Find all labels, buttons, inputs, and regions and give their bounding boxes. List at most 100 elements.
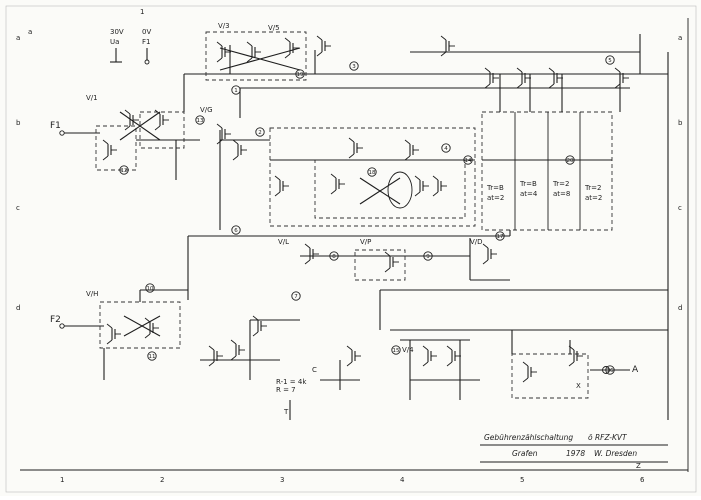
transistor-symbol [346, 345, 361, 367]
transistor-symbol [230, 339, 245, 361]
node-marker-label: 20 [567, 158, 574, 164]
transistor-symbol [102, 139, 117, 161]
node-marker: 3 [349, 61, 359, 71]
node-marker-label: 7 [294, 294, 298, 300]
transistor-symbol [568, 345, 583, 367]
transistor-symbol [440, 35, 455, 57]
margin-bottom-1: 1 [60, 476, 64, 484]
supply-0v-label: 0V [142, 28, 151, 36]
transistor-symbol [144, 317, 159, 339]
transistor-symbol [414, 175, 429, 197]
transistor-symbol [246, 41, 261, 63]
mid-bus-wiring: V/L V/P V/D [187, 230, 668, 331]
supply-terminals: 30V 0V Ua F1 [110, 28, 151, 65]
margin-top-1: 1 [140, 8, 144, 16]
transistor-symbol [482, 243, 497, 265]
c-note-label: C [312, 366, 317, 374]
sheet-frame [5, 5, 697, 493]
node-marker-label: 11 [149, 354, 156, 360]
relay-3: Tr=2 at=2 [584, 184, 602, 202]
title-text: Gebührenzählschaltung [484, 433, 573, 442]
node-marker: 15 [391, 345, 401, 355]
transistor-symbol [384, 251, 399, 273]
transistor-symbol [208, 345, 223, 367]
margin-left-b: b [16, 119, 21, 127]
transistor-symbol [274, 175, 289, 197]
transistor-symbol [548, 67, 563, 89]
node-marker-label: 13 [197, 118, 204, 124]
supply-ua-label: Ua [110, 38, 119, 46]
node-marker-label: 12 [121, 168, 128, 174]
drawing-number: ö RFZ-KVT [588, 433, 628, 442]
node-marker: 20 [565, 155, 575, 165]
transistor-symbol [316, 35, 331, 57]
transistor-symbol [232, 139, 247, 161]
middle-logic-block: V/G [200, 106, 476, 230]
node-marker: 13 [195, 115, 205, 125]
t-note-label: T [283, 408, 289, 416]
node-marker-label: 8 [332, 254, 336, 260]
margin-bottom-2: 2 [160, 476, 164, 484]
margin-right-b: b [678, 119, 683, 127]
top-flipflop: V/3 V/5 [205, 22, 307, 81]
node-marker: 19 [295, 69, 305, 79]
node-marker-label: 19 [297, 72, 304, 78]
input-f2-stage: F2 V/H [50, 289, 188, 380]
input-f2-label: F2 [50, 315, 61, 325]
transistor-symbol [446, 345, 461, 367]
supply-f1-label: F1 [142, 38, 150, 46]
margin-right-c: c [678, 204, 682, 212]
transistor-symbol [284, 37, 299, 59]
input-f1-stage: F1 V/1 [50, 94, 200, 180]
relay-0-note: at=2 [487, 194, 504, 202]
transistor-symbol [516, 67, 531, 89]
node-marker: 10 [145, 283, 155, 293]
node-marker: 18 [367, 167, 377, 177]
upper-bus-wiring [183, 34, 669, 420]
relay-2: Tr=2 at=8 [552, 180, 570, 198]
node-marker-label: 2 [258, 130, 262, 136]
node-marker-label: 5 [608, 58, 612, 64]
input-f1-label: F1 [50, 121, 61, 131]
node-marker-label: 10 [147, 286, 154, 292]
node-marker-label: 16 [607, 368, 614, 374]
transistor-symbol [484, 67, 499, 89]
node-marker: 4 [441, 143, 451, 153]
relay-2-note: at=8 [553, 190, 570, 198]
node-marker-label: 17 [497, 234, 504, 240]
output-stage: A X [511, 330, 639, 399]
node-marker-label: 3 [352, 64, 356, 70]
block-v1-label: V/1 [86, 94, 98, 102]
node-marker: 2 [255, 127, 265, 137]
transistor-symbol [154, 109, 169, 131]
transistor-symbol [216, 41, 231, 63]
margin-left-a: a [16, 34, 20, 42]
relay-0-name: Tr=B [486, 184, 504, 192]
node-marker: 5 [605, 55, 615, 65]
transistor-symbol [252, 315, 267, 337]
block-v5-label: V/5 [268, 24, 280, 32]
margin-bottom-6: 6 [640, 476, 645, 484]
transistor-symbol [522, 361, 537, 383]
relay-1: Tr=B at=4 [519, 180, 538, 198]
node-marker: 12 [119, 165, 129, 175]
margin-labels: a 1 a b c d a b c d 1 2 3 4 5 6 [16, 8, 683, 484]
node-marker: 6 [231, 225, 241, 235]
transistor-symbol [404, 139, 419, 161]
transistor-symbol [422, 345, 437, 367]
block-v3-label: V/3 [218, 22, 230, 30]
node-marker: 11 [147, 351, 157, 361]
margin-bottom-3: 3 [280, 476, 284, 484]
transistor-symbol [432, 175, 447, 197]
relay-0: Tr=B at=2 [486, 184, 504, 202]
node-marker-label: 14 [465, 158, 472, 164]
node-marker: 7 [291, 291, 301, 301]
margin-right-d: d [678, 304, 682, 312]
relay-3-note: at=2 [585, 194, 602, 202]
output-z-label: Z [636, 462, 641, 470]
margin-bottom-5: 5 [520, 476, 524, 484]
margin-bottom-4: 4 [400, 476, 405, 484]
margin-left-d: d [16, 304, 20, 312]
